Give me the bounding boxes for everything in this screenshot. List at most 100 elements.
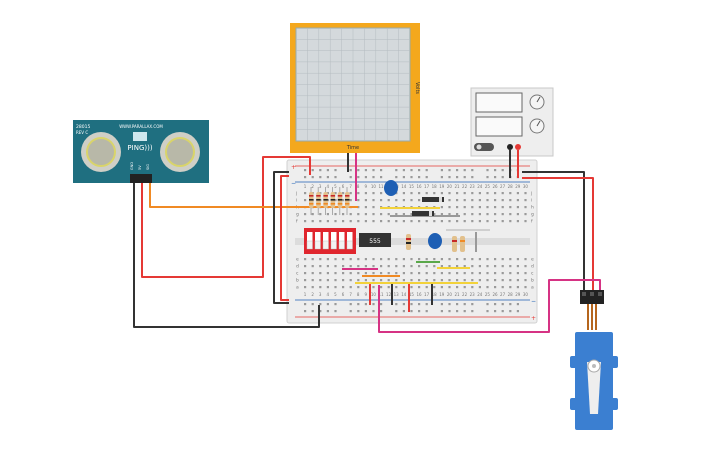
breadboard-hole bbox=[395, 220, 398, 223]
wire-servo-ground bbox=[522, 171, 585, 291]
breadboard-hole bbox=[448, 279, 451, 282]
breadboard-hole bbox=[494, 169, 497, 172]
breadboard-hole bbox=[380, 213, 383, 216]
breadboard-hole bbox=[456, 279, 459, 282]
servo-motor[interactable] bbox=[570, 290, 618, 430]
breadboard-hole bbox=[486, 279, 489, 282]
breadboard-hole bbox=[418, 169, 421, 172]
breadboard-hole bbox=[433, 213, 436, 216]
breadboard-hole bbox=[311, 265, 314, 268]
breadboard-hole bbox=[410, 213, 413, 216]
knob-indicator bbox=[536, 96, 541, 103]
breadboard-hole bbox=[402, 279, 405, 282]
breadboard-hole bbox=[433, 272, 436, 275]
ultrasonic-sensor[interactable]: 28015 REV C WWW.PARALLAX.COM PING))) GND… bbox=[73, 120, 209, 183]
breadboard-hole bbox=[418, 220, 421, 223]
row-letter: e bbox=[296, 258, 299, 263]
breadboard-hole bbox=[326, 279, 329, 282]
row-letter: f bbox=[531, 219, 533, 225]
breadboard-hole bbox=[418, 310, 421, 313]
breadboard-hole bbox=[516, 286, 519, 289]
breadboard-hole bbox=[471, 176, 474, 179]
breadboard-hole bbox=[380, 176, 383, 179]
wire-rail-link-black bbox=[273, 171, 289, 304]
sensor-header bbox=[130, 174, 152, 183]
row-letter: c bbox=[296, 272, 299, 277]
servo-horn-icon[interactable] bbox=[587, 362, 601, 414]
breadboard-holes bbox=[304, 169, 527, 313]
breadboard-hole bbox=[509, 310, 512, 313]
breadboard-hole bbox=[319, 176, 322, 179]
breadboard-hole bbox=[456, 303, 459, 306]
column-number: 25 bbox=[485, 184, 491, 189]
breadboard-hole bbox=[425, 272, 428, 275]
breadboard-hole bbox=[326, 213, 329, 216]
breadboard-hole bbox=[509, 199, 512, 202]
breadboard-hole bbox=[440, 310, 443, 313]
terminal-positive[interactable] bbox=[515, 144, 521, 150]
breadboard-hole bbox=[357, 176, 360, 179]
oscilloscope[interactable]: Time Volts bbox=[290, 23, 420, 153]
row-letter: d bbox=[296, 264, 299, 270]
breadboard-hole bbox=[524, 206, 527, 209]
knob-indicator bbox=[536, 120, 541, 127]
dip-switch-toggles[interactable] bbox=[306, 232, 353, 250]
breadboard-hole bbox=[395, 176, 398, 179]
breadboard-hole bbox=[349, 272, 352, 275]
breadboard-hole bbox=[349, 199, 352, 202]
breadboard-hole bbox=[501, 286, 504, 289]
breadboard-hole bbox=[342, 199, 345, 202]
breadboard-hole bbox=[440, 213, 443, 216]
power-supply[interactable] bbox=[470, 87, 554, 157]
dip-toggle bbox=[331, 232, 337, 249]
breadboard-hole bbox=[440, 303, 443, 306]
breadboard-hole bbox=[402, 192, 405, 195]
breadboard-hole bbox=[501, 310, 504, 313]
rail-plus-label-bottom: + bbox=[531, 315, 536, 322]
breadboard-hole bbox=[364, 220, 367, 223]
breadboard-hole bbox=[349, 176, 352, 179]
column-number: 26 bbox=[492, 292, 498, 297]
terminal-negative[interactable] bbox=[507, 144, 513, 150]
breadboard-hole bbox=[387, 279, 390, 282]
column-number: 11 bbox=[378, 292, 384, 297]
breadboard-hole bbox=[334, 286, 337, 289]
dip-toggle bbox=[347, 232, 353, 249]
breadboard-hole bbox=[387, 265, 390, 268]
breadboard-hole bbox=[342, 265, 345, 268]
column-number: 3 bbox=[319, 292, 322, 297]
breadboard-hole bbox=[486, 303, 489, 306]
breadboard-hole bbox=[364, 176, 367, 179]
column-number: 8 bbox=[357, 292, 360, 297]
breadboard-hole bbox=[456, 258, 459, 261]
breadboard-hole bbox=[456, 265, 459, 268]
row-letter: i bbox=[296, 198, 297, 204]
breadboard-hole bbox=[486, 169, 489, 172]
breadboard-hole bbox=[463, 258, 466, 261]
breadboard-hole bbox=[478, 279, 481, 282]
row-letter: j bbox=[295, 191, 297, 197]
breadboard-hole bbox=[471, 206, 474, 209]
breadboard-hole bbox=[524, 279, 527, 282]
breadboard-hole bbox=[410, 279, 413, 282]
diode bbox=[422, 197, 444, 202]
breadboard-hole bbox=[319, 169, 322, 172]
breadboard-hole bbox=[319, 213, 322, 216]
breadboard-hole bbox=[364, 258, 367, 261]
resistor bbox=[460, 236, 465, 252]
breadboard-hole bbox=[425, 176, 428, 179]
breadboard-hole bbox=[463, 220, 466, 223]
sensor-model: 28015 bbox=[76, 124, 90, 130]
breadboard-hole bbox=[463, 265, 466, 268]
column-number: 4 bbox=[327, 292, 330, 297]
breadboard-hole bbox=[456, 310, 459, 313]
breadboard-hole bbox=[380, 286, 383, 289]
breadboard-hole bbox=[410, 286, 413, 289]
breadboard-hole bbox=[334, 303, 337, 306]
breadboard-hole bbox=[516, 310, 519, 313]
breadboard-hole bbox=[402, 213, 405, 216]
column-number: 15 bbox=[409, 292, 415, 297]
breadboard-hole bbox=[509, 279, 512, 282]
dip-switch[interactable] bbox=[304, 228, 356, 254]
